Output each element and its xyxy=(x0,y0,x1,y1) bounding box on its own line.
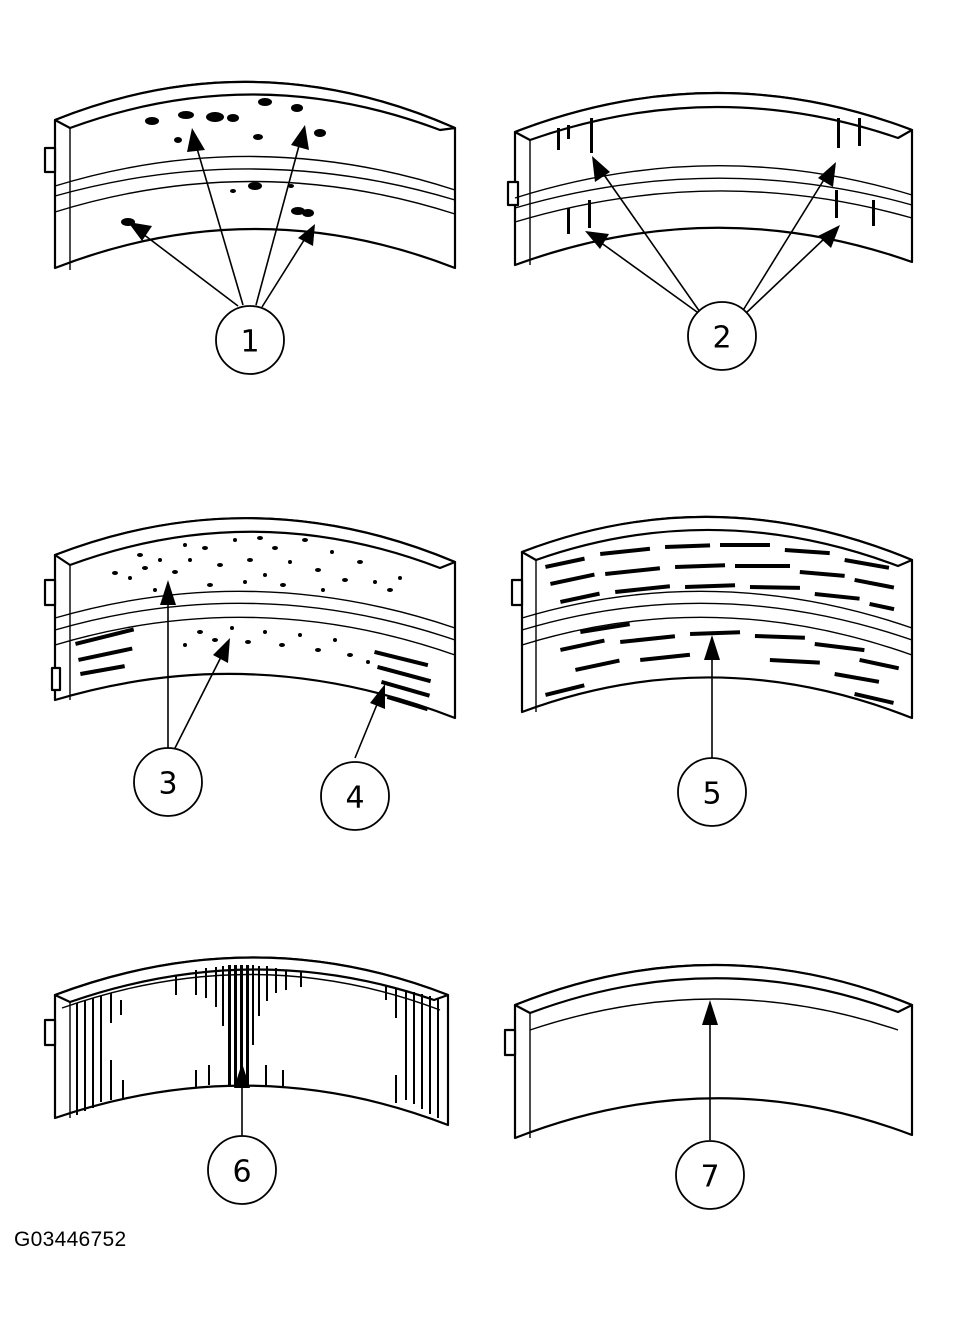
bearing-2-cracks xyxy=(506,91,914,315)
callout-2-label: 2 xyxy=(712,321,731,356)
scoring-lines xyxy=(74,627,432,712)
callout-2: 2 xyxy=(687,301,757,371)
wipe-streaks xyxy=(545,543,900,705)
callout-7-label: 7 xyxy=(700,1160,719,1195)
callout-4: 4 xyxy=(320,761,390,831)
callout-3: 3 xyxy=(133,747,203,817)
callout-5: 5 xyxy=(677,757,747,827)
callout-6: 6 xyxy=(207,1135,277,1205)
crack-marks xyxy=(557,118,875,234)
seating-lines xyxy=(76,965,439,1118)
bearing-7-normal xyxy=(503,963,914,1140)
callout-6-label: 6 xyxy=(232,1155,251,1190)
callout-1-label: 1 xyxy=(240,325,259,360)
bearing-6-seating xyxy=(43,956,450,1138)
callout-1: 1 xyxy=(215,305,285,375)
callout-4-label: 4 xyxy=(345,781,364,816)
dirt-particles xyxy=(112,536,402,664)
bearing-3-4-scoring xyxy=(43,517,457,759)
figure-id: G03446752 xyxy=(14,1228,127,1251)
pitting-spots xyxy=(121,98,326,226)
callout-7: 7 xyxy=(675,1140,745,1210)
callout-3-label: 3 xyxy=(158,767,177,802)
bearing-5-wiped xyxy=(510,515,914,758)
callout-5-label: 5 xyxy=(702,777,721,812)
bearing-1-pitting xyxy=(43,80,457,308)
